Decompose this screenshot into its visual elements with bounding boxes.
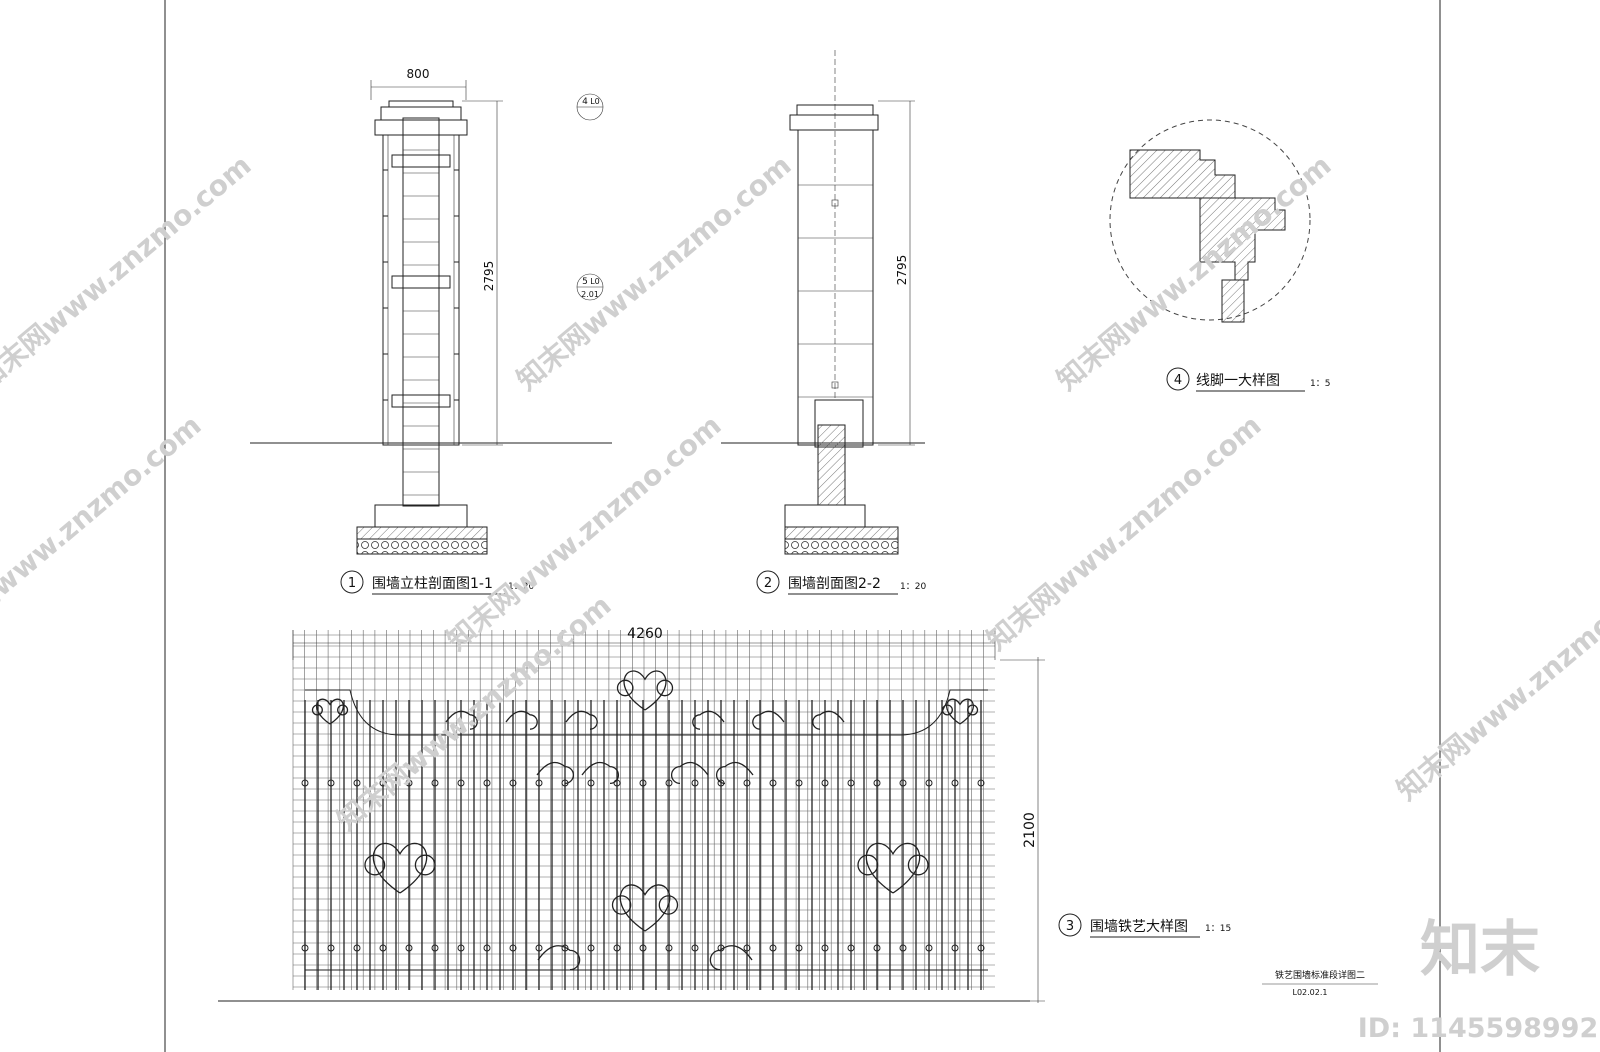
svg-text:L0: L0 [590,277,600,286]
watermark-site: 知末网www.znzmo.com [510,149,797,397]
fence-bars [301,700,985,990]
view-number-circle-1 [340,570,364,594]
watermark-id: ID: 1145598992 [1358,1013,1599,1044]
column-shaft-outer-1 [382,134,460,446]
watermark-site: 知末网www.znzmo.com [1390,559,1600,807]
dim-height-2: 2795 [895,255,909,286]
footing-base-1 [374,504,468,528]
view-2-wall-section: 2795 2 围墙剖面图2-2 1：20 [721,50,926,595]
svg-text:5: 5 [582,277,588,287]
svg-text:4: 4 [1174,373,1182,388]
watermark-site: 知末网www.znzmo.com [980,409,1267,657]
view-title-1: 围墙立柱剖面图1-1 [372,576,493,592]
footing-concrete-1 [356,526,488,540]
svg-text:2: 2 [764,576,772,591]
svg-text:3: 3 [1066,919,1074,934]
column-cap-1 [374,119,468,136]
view-scale-1: 1：20 [508,582,534,592]
pillar-elevation-2 [797,129,874,446]
column-core-1 [402,117,440,507]
detail-circle [1109,119,1311,321]
molding-upper [1129,149,1236,199]
dim-height-3: 2100 [1022,812,1038,848]
svg-text:2.01: 2.01 [581,290,599,299]
dim-width-3: 4260 [627,626,663,642]
view-1-column-section: 800 2795 4 L0 5 L0 2.01 1 围墙立柱剖面图1-1 1：2… [250,67,612,595]
watermark-brand: 知末 [1420,915,1540,985]
fence-grid [292,630,995,990]
view-title-2: 围墙剖面图2-2 [788,576,881,592]
wall-base [814,399,864,448]
watermark-site: 知末网www.znzmo.com [0,409,207,657]
svg-text:1: 1 [348,576,356,591]
fence-scroll-ornaments [311,670,979,971]
title-block-code: L02.02.1 [1293,988,1328,997]
view-scale-4: 1：5 [1310,379,1330,389]
view-title-4: 线脚一大样图 [1196,373,1280,389]
fence-top-rail [305,689,988,736]
watermark-site: 知末网www.znzmo.com [0,149,257,397]
view-scale-2: 1：20 [900,582,926,592]
svg-text:L0: L0 [590,97,600,106]
footing-gravel-1 [356,538,488,555]
view-4-molding-detail: 4 线脚一大样图 1：5 [1109,119,1330,392]
svg-text:4: 4 [582,97,588,107]
view-scale-3: 1：15 [1205,924,1231,934]
wall-footing-stem [817,424,846,506]
view-title-3: 围墙铁艺大样图 [1090,919,1188,935]
view-3-iron-fence: 4260 2100 3 围墙铁艺大样图 1：15 [218,626,1231,1003]
dim-height-1: 2795 [482,261,496,292]
molding-lower [1199,197,1286,281]
dim-width-1: 800 [407,67,430,81]
title-block-name: 铁艺围墙标准段详图二 [1275,969,1365,981]
pillar-cap-2 [789,114,879,131]
